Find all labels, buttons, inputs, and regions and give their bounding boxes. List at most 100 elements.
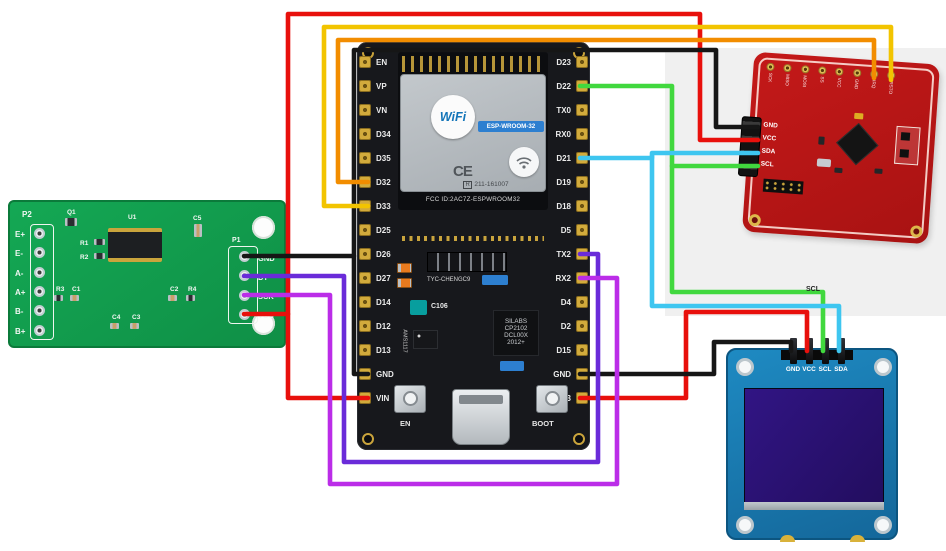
p1-pin-label: DT [258, 272, 268, 282]
pin-label: D19 [556, 178, 571, 187]
hx711-terminal-row: E+ [10, 228, 284, 241]
silkscreen-c2: C2 [170, 286, 179, 293]
pin-pad [576, 224, 588, 236]
blue-sticker [500, 361, 524, 371]
mounting-hole [573, 433, 585, 445]
crystal-oscillator [816, 158, 832, 168]
terminal-hole [34, 228, 45, 239]
part-number-text: TYC-CHENGC9 [427, 277, 471, 283]
i2c-pin-label: SDA [761, 147, 776, 156]
cp2102-usb-uart-chip: SILABS CP2102 DCL00X 2012+ [493, 310, 539, 356]
pin-label: GND [853, 78, 860, 90]
button-dome [402, 391, 418, 406]
cert-number: 211-161007 [474, 181, 509, 188]
silkscreen-c3: C3 [132, 314, 141, 321]
pin-hole [835, 67, 844, 76]
smd-capacitor [70, 295, 79, 301]
i2c-pin-label: VCC [762, 134, 777, 143]
silkscreen-c4: C4 [112, 314, 121, 321]
smd-component [834, 167, 843, 174]
esp32-pin-row: D4 [357, 296, 590, 308]
component-row [427, 252, 507, 272]
pin-label: D23 [556, 58, 571, 67]
terminal-label: B+ [15, 326, 26, 336]
pin-label: SS [819, 76, 825, 83]
smd-capacitor [110, 323, 119, 329]
screen-driver-strip [744, 502, 884, 510]
r-certification-mark: R [463, 181, 473, 189]
silkscreen-r3: R3 [56, 286, 65, 293]
oled-pin: SDA [833, 338, 849, 386]
smd-capacitor [130, 323, 139, 329]
pin-pad [576, 128, 588, 140]
blue-sticker [482, 275, 508, 285]
pin-label: IRQ [871, 79, 877, 89]
pin-hole [887, 71, 896, 80]
hx711-ic-chip [108, 228, 162, 262]
boot-button-label: BOOT [532, 419, 554, 428]
hx711-p1-pin-row: DT [10, 270, 284, 283]
smd-transistor [65, 218, 77, 226]
pin-label: SCL [818, 366, 832, 373]
pin-label: D22 [556, 82, 571, 91]
smd-capacitor [397, 278, 412, 288]
oled-pin: VCC [801, 338, 817, 386]
terminal-hole [34, 266, 45, 278]
pin-label: D15 [556, 346, 571, 355]
p1-connector-label: P1 [232, 237, 241, 244]
pin-header-base [781, 350, 853, 360]
chip-text-line: 2012+ [507, 338, 525, 346]
boot-button [536, 385, 568, 413]
hx711-terminal-row: E- [10, 247, 284, 260]
pin-label: D18 [556, 202, 571, 211]
terminal-hole [34, 247, 45, 259]
esp32-devkit-board: EN VP VN D34 D35 D32 [357, 42, 590, 450]
pin-pad [576, 392, 588, 404]
terminal-label: E+ [15, 230, 26, 239]
model-badge: ESP-WROOM-32 [478, 121, 544, 132]
pin-pad [576, 296, 588, 308]
p2-connector-frame [30, 224, 54, 340]
silkscreen-u1: U1 [128, 214, 137, 221]
pin-label: RX0 [555, 130, 571, 139]
aux-connector [762, 178, 804, 195]
micro-usb-port [452, 389, 510, 445]
i2c-pin-label: SCL [760, 160, 774, 169]
hx711-p1-pin-row: SCK [10, 289, 284, 303]
hx711-terminal-row: B+ [10, 324, 284, 338]
terminal-label: B- [15, 307, 24, 317]
c106-label: C106 [431, 303, 448, 310]
scl-wire-label: SCL [806, 286, 820, 293]
pin-hole [817, 66, 827, 75]
terminal-label: E- [15, 249, 23, 259]
pin-pad [576, 200, 588, 212]
p1-pin-hole [239, 308, 250, 320]
oled-pin: SCL [817, 338, 833, 386]
pin-label: MOSI [801, 75, 808, 88]
smd-resistor [94, 253, 105, 259]
smd-component [874, 168, 883, 174]
mounting-hole [252, 216, 275, 239]
terminal-hole [34, 305, 45, 317]
terminal-label: A- [15, 268, 24, 278]
pin-hole [852, 68, 862, 78]
pin-pad [576, 80, 588, 92]
pin-label: RSTO [887, 81, 894, 95]
pin-label: GND [785, 366, 801, 373]
terminal-hole [34, 285, 45, 297]
pin-post [837, 338, 845, 364]
pin-label: D21 [556, 154, 571, 163]
voltage-regulator-chip [413, 330, 438, 349]
wifi-logo: WiFi [431, 95, 475, 139]
pin-label: D5 [560, 226, 571, 235]
castellated-pads-row [402, 236, 544, 241]
smd-resistor [54, 295, 63, 301]
en-button-label: EN [400, 419, 411, 428]
hx711-terminal-row: A- [10, 266, 284, 280]
pin-hole [766, 62, 775, 72]
pin-pad [576, 176, 588, 188]
